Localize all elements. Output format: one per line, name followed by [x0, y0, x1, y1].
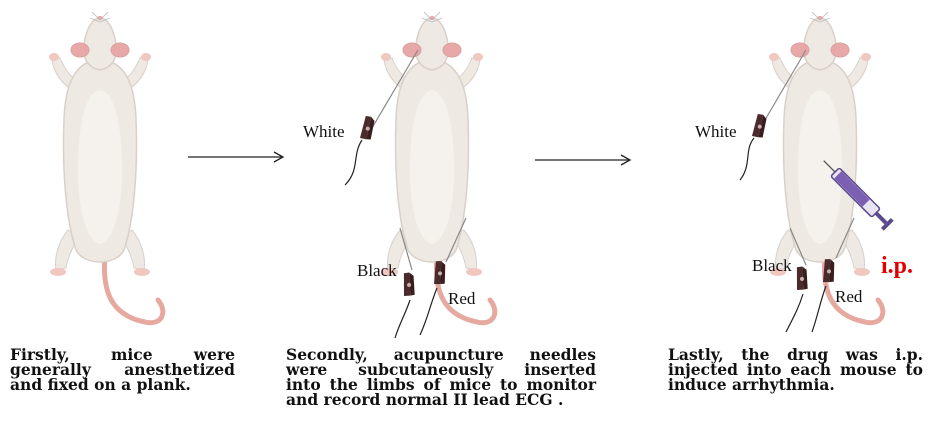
label-black: Black [357, 261, 397, 280]
arrow-right-icon [535, 155, 630, 165]
arrow-right-icon [188, 152, 283, 162]
caption-line: and record normal II lead ECG . [286, 392, 596, 407]
caption-line: induce arrhythmia. [668, 377, 923, 392]
mouse-illustration-1 [49, 12, 163, 323]
label-red: Red [835, 287, 863, 306]
label-white: White [303, 122, 345, 141]
label-white: White [695, 122, 737, 141]
step-1-caption: Firstly, mice were generally anesthetize… [10, 347, 235, 392]
step-3-caption: Lastly, the drug was i.p. injected into … [668, 347, 923, 392]
label-black: Black [752, 256, 792, 275]
label-red: Red [448, 289, 476, 308]
caption-line: and fixed on a plank. [10, 377, 235, 392]
step-2-caption: Secondly, acupuncture needles were subcu… [286, 347, 596, 407]
label-ip: i.p. [881, 253, 913, 279]
